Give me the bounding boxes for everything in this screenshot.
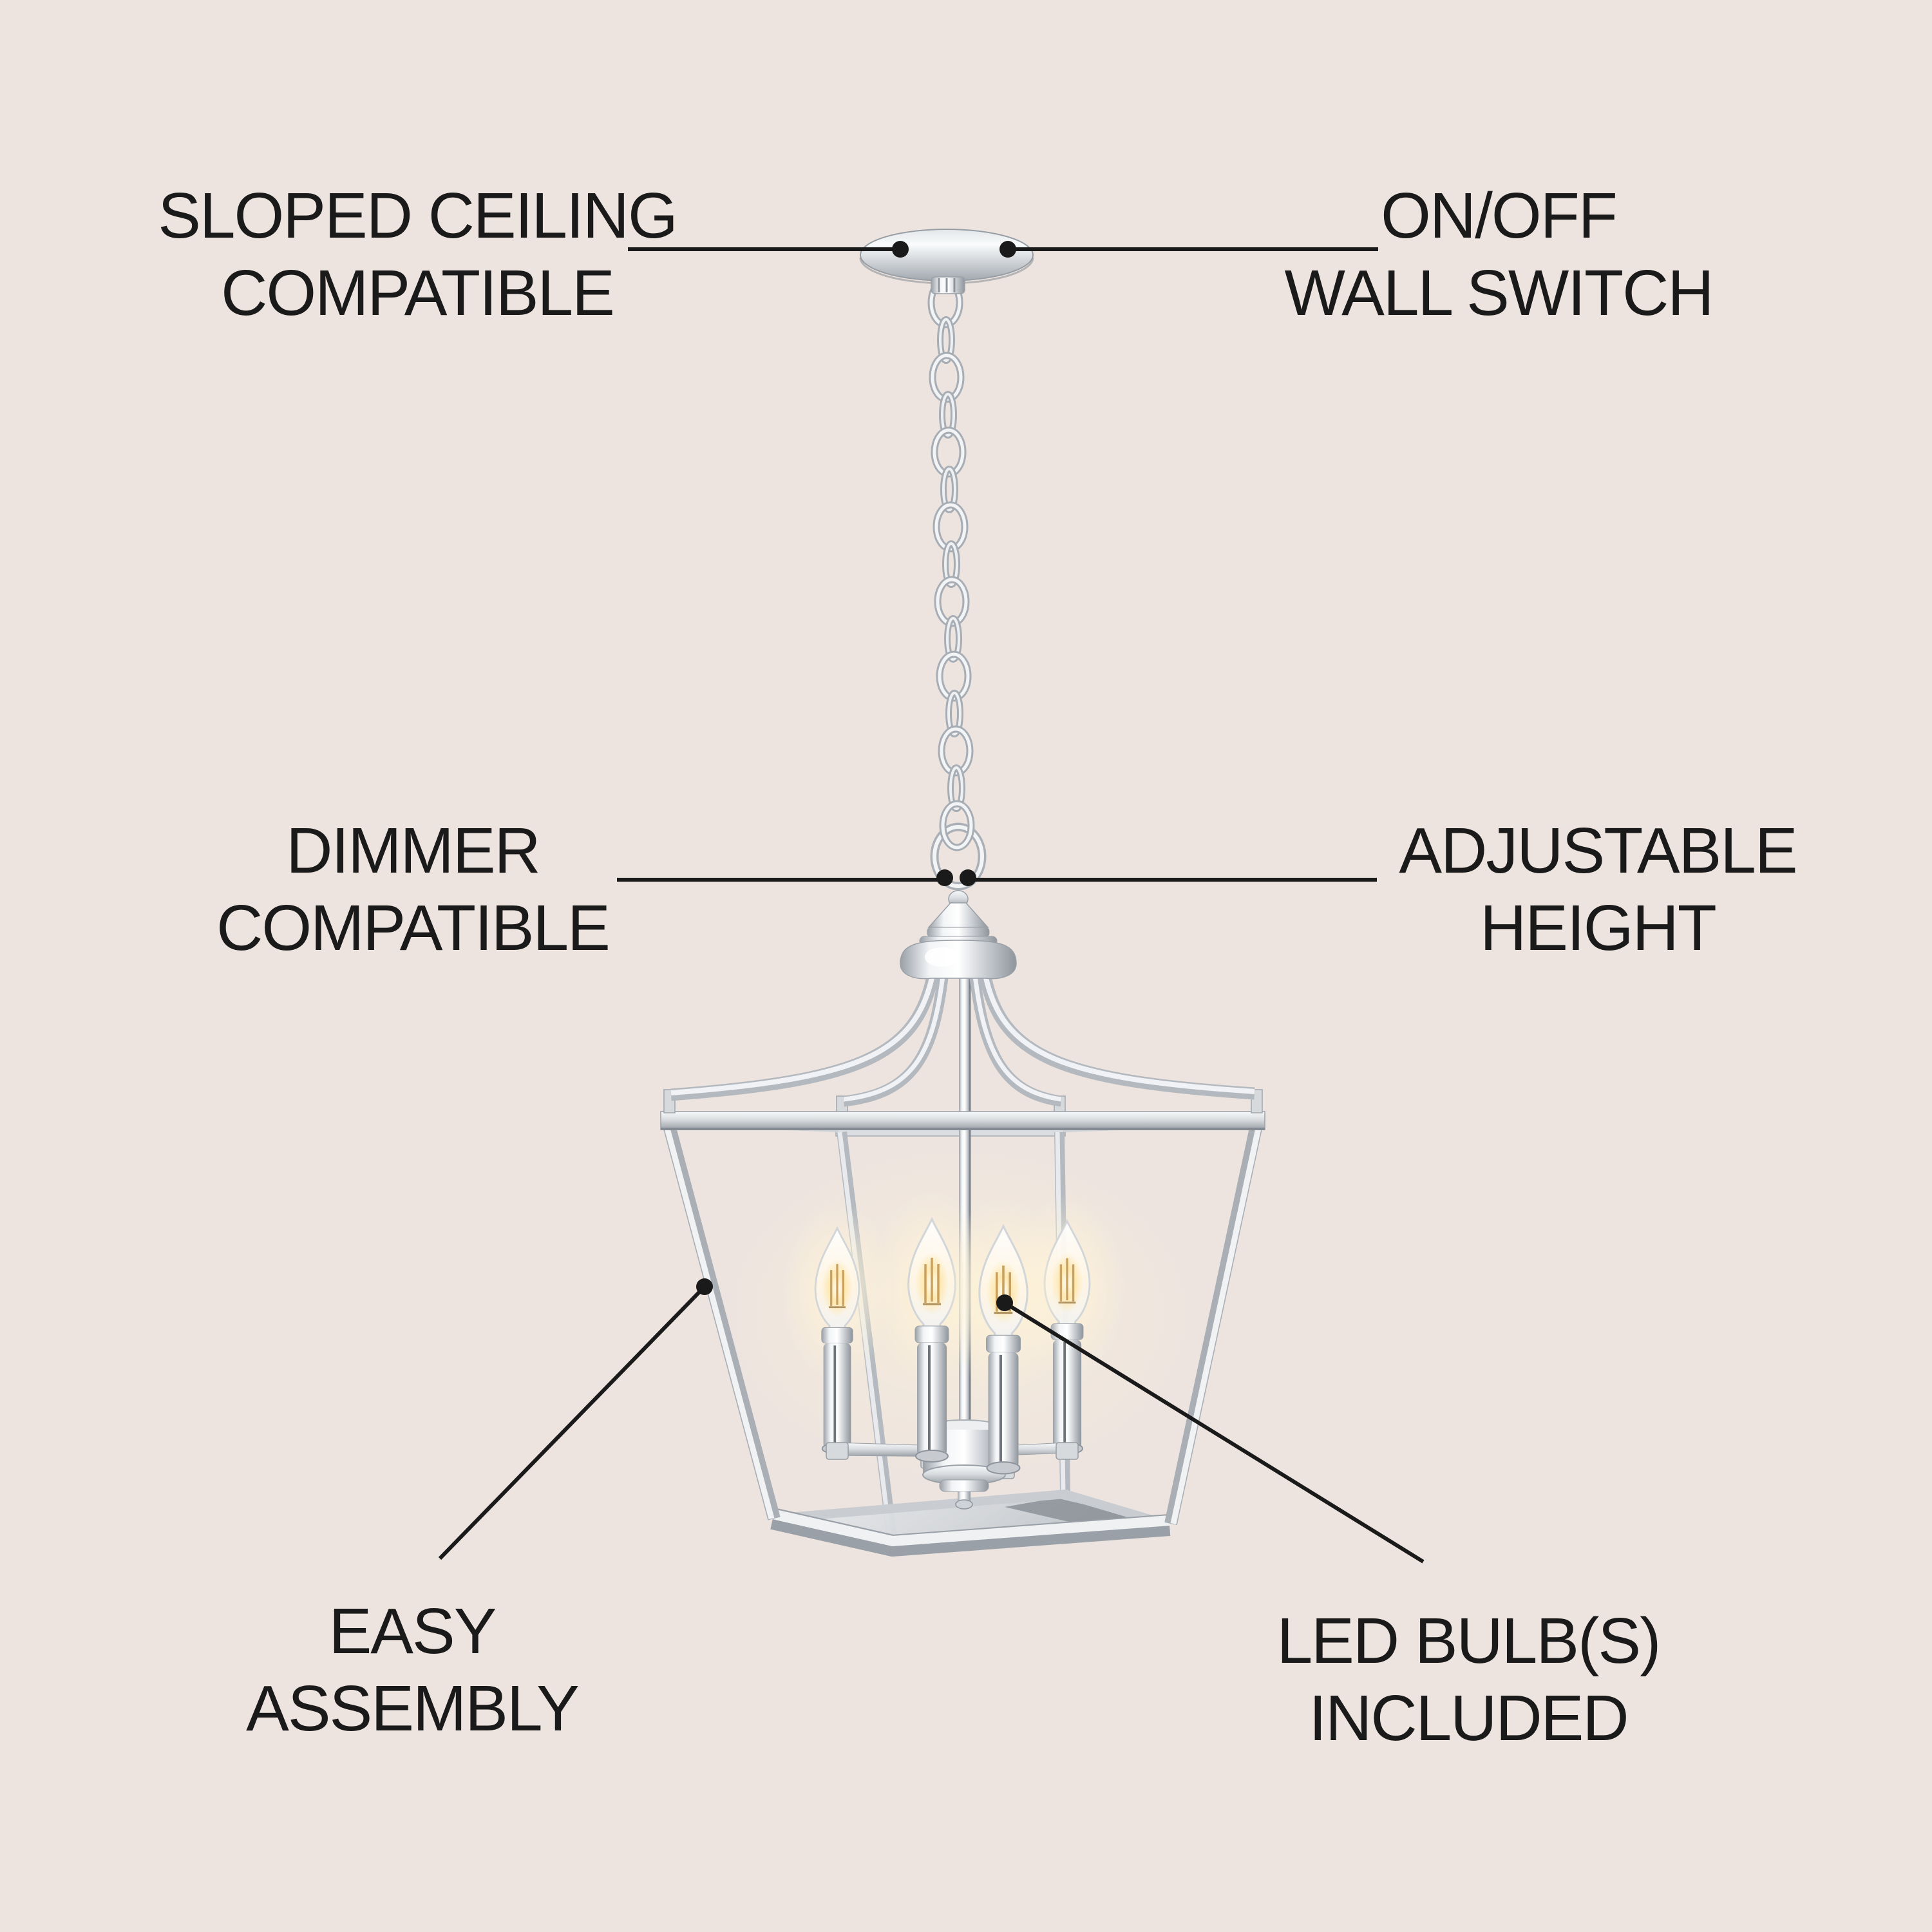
label-line: COMPATIBLE [221, 257, 615, 329]
label-adjustable-height: ADJUSTABLE HEIGHT [1399, 812, 1797, 967]
label-led-bulbs-included: LED BULB(S) INCLUDED [1276, 1602, 1662, 1757]
label-line: DIMMER [286, 815, 541, 887]
label-line: SLOPED CEILING [158, 180, 678, 252]
callout-dots [696, 241, 1016, 1311]
callout-leader-lines [438, 247, 1425, 1564]
label-line: INCLUDED [1309, 1682, 1629, 1754]
label-easy-assembly: EASY ASSEMBLY [246, 1593, 580, 1747]
label-line: EASY [328, 1595, 497, 1667]
finial-cap [900, 890, 1017, 980]
support-arms [670, 970, 1255, 1107]
cage-side-rails [663, 1126, 1262, 1526]
label-dimmer-compatible: DIMMER COMPATIBLE [216, 812, 611, 967]
cage-top-rail [660, 1089, 1265, 1130]
ceiling-canopy [859, 229, 1034, 294]
label-line: LED BULB(S) [1276, 1605, 1662, 1677]
cage-bottom-front-rails [770, 1508, 1171, 1557]
label-line: ADJUSTABLE [1399, 815, 1797, 887]
chain-loop-ring [930, 822, 987, 891]
label-line: COMPATIBLE [216, 892, 611, 964]
label-on-off-wall-switch: ON/OFF WALL SWITCH [1284, 177, 1714, 332]
label-sloped-ceiling-compatible: SLOPED CEILING COMPATIBLE [158, 177, 678, 332]
label-line: ON/OFF [1381, 180, 1618, 252]
label-line: WALL SWITCH [1284, 257, 1714, 329]
label-line: HEIGHT [1480, 892, 1717, 964]
hanging-chain [931, 281, 971, 848]
label-line: ASSEMBLY [246, 1672, 580, 1745]
